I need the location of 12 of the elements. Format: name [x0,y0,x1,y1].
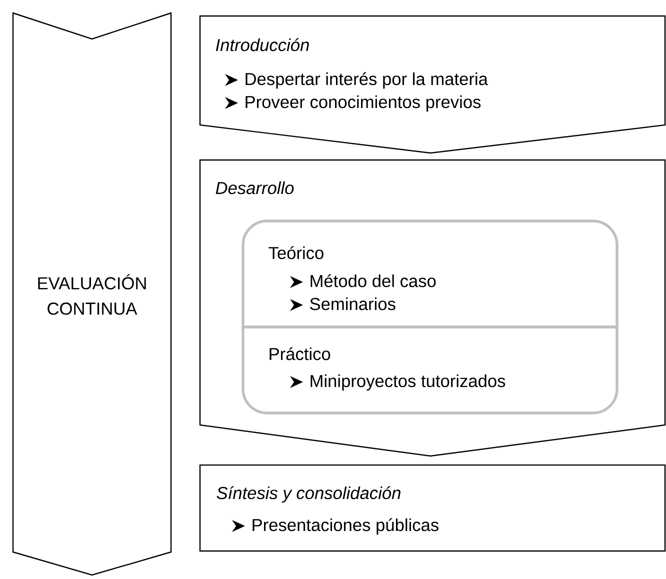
heading-text: Desarrollo [216,181,294,194]
heading-text: Introducción [216,38,309,52]
bullet-item: Presentaciones públicas [232,518,438,535]
bullet-item: Miniproyectos tutorizados [290,374,506,391]
bullet-item: Método del caso [290,274,436,288]
bullet-item: Proveer conocimientos previos [225,95,481,112]
bullet-item: Seminarios [290,297,396,311]
heading-text: Síntesis y consolidación [216,486,400,503]
label-text: EVALUACIÓN CONTINUA [38,274,146,315]
heading-text: Teórico [268,246,324,260]
bullet-item: Despertar interés por la materia [225,72,488,89]
heading-text: Práctico [270,347,330,360]
